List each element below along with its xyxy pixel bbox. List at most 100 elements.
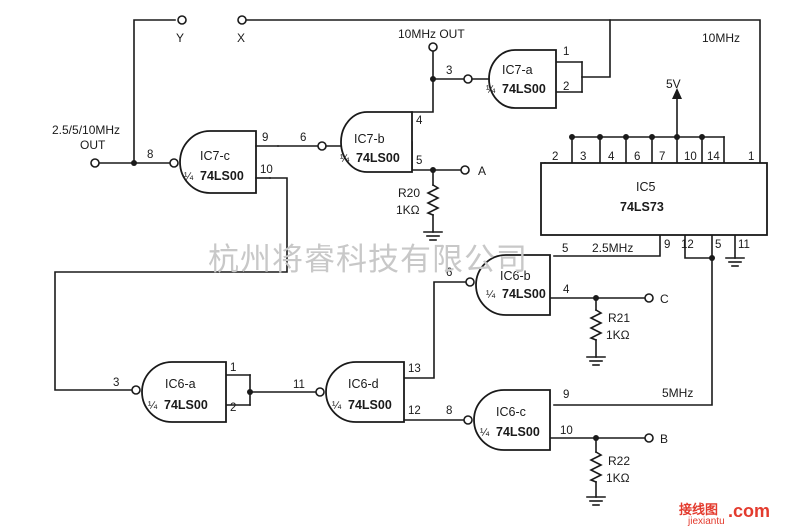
pin-ic6b-6: 6 — [446, 267, 452, 279]
terminal-selector-out — [90, 158, 100, 168]
pin-ic7a-1: 1 — [563, 46, 569, 58]
gate-ic6d-frac: ¼ — [332, 400, 342, 412]
gate-ic7b-part: 74LS00 — [356, 151, 400, 165]
ground-icon — [586, 356, 606, 366]
supply-arrow-icon — [672, 88, 682, 99]
watermark-text: 杭州将睿科技有限公司 — [208, 242, 528, 278]
r22-ref: R22 — [608, 454, 630, 468]
pin-ic6d-11: 11 — [293, 379, 305, 391]
label-c: C — [660, 292, 669, 306]
label-2-5mhz: 2.5MHz — [592, 241, 633, 255]
terminal-x — [237, 15, 247, 25]
gate-ic6d: IC6-d ¼ 74LS00 11 13 12 — [293, 361, 421, 423]
signal-labels: Y X 10MHz OUT 10MHz 5V 2.5/5/10MHz OUT A… — [52, 27, 740, 446]
gate-ic7c-part: 74LS00 — [200, 169, 244, 183]
gate-ic7a-part: 74LS00 — [502, 82, 546, 96]
pin-ic7c-8: 8 — [147, 149, 153, 161]
junctions — [131, 76, 715, 441]
ground-icon — [586, 496, 606, 506]
r21-ref: R21 — [608, 311, 630, 325]
terminal-y — [177, 15, 187, 25]
gate-ic6b: IC6-b ¼ 74LS00 6 5 4 — [446, 243, 570, 316]
label-selector-line2: OUT — [80, 138, 106, 152]
pin-ic6c-8: 8 — [446, 405, 452, 417]
pin-ic5-6: 6 — [634, 151, 640, 163]
pin-ic7c-9: 9 — [262, 132, 268, 144]
label-5v: 5V — [666, 77, 681, 91]
terminals — [90, 15, 654, 443]
gate-ic7b: IC7-b ¼ 74LS00 6 4 5 — [300, 111, 423, 173]
gate-ic6c: IC6-c ¼ 74LS00 8 9 10 — [446, 389, 573, 451]
label-5mhz: 5MHz — [662, 386, 693, 400]
resistor-r22: R22 1KΩ — [589, 450, 630, 485]
terminal-a — [460, 165, 470, 175]
pin-ic5-2: 2 — [552, 151, 558, 163]
pin-ic5-11: 11 — [738, 239, 750, 251]
r22-val: 1KΩ — [606, 471, 630, 485]
gate-ic7a: IC7-a ¼ 74LS00 1 2 3 — [446, 46, 569, 109]
gate-ic6b-frac: ¼ — [486, 289, 496, 301]
pin-ic5-1: 1 — [748, 151, 754, 163]
pin-ic6c-10: 10 — [560, 425, 573, 437]
pin-ic5-5: 5 — [715, 239, 721, 251]
logo-cn: 接线图 — [679, 502, 718, 518]
label-a: A — [478, 164, 486, 178]
logo-dotcom: .com — [728, 501, 770, 521]
label-x: X — [237, 31, 245, 45]
r20-ref: R20 — [398, 186, 420, 200]
pin-ic5-9: 9 — [664, 239, 670, 251]
pin-ic7b-4: 4 — [416, 115, 423, 127]
gate-ic6d-part: 74LS00 — [348, 398, 392, 412]
pin-ic6b-4: 4 — [563, 284, 570, 296]
pin-ic5-3: 3 — [580, 151, 586, 163]
gate-ic6b-name: IC6-b — [500, 269, 531, 283]
pin-ic6a-2: 2 — [230, 402, 236, 414]
pin-ic7c-10: 10 — [260, 164, 273, 176]
resistor-r20: R20 1KΩ — [396, 183, 440, 217]
pin-ic5-10: 10 — [684, 151, 697, 163]
site-logo: 接线图 .com jiexiantu — [679, 501, 770, 527]
pin-ic7a-3: 3 — [446, 65, 452, 77]
label-10mhz: 10MHz — [702, 31, 740, 45]
pin-ic6b-5: 5 — [562, 243, 568, 255]
pin-ic6d-12: 12 — [408, 405, 421, 417]
pin-ic6c-9: 9 — [563, 389, 569, 401]
ic5-part: 74LS73 — [620, 200, 664, 214]
terminal-10mhz-out — [428, 42, 438, 52]
gate-ic7b-frac: ¼ — [340, 153, 350, 165]
gate-ic6a-part: 74LS00 — [164, 398, 208, 412]
pin-ic6d-13: 13 — [408, 363, 421, 375]
logo-site: jiexiantu — [687, 516, 725, 527]
gate-ic7a-frac: ¼ — [486, 84, 496, 96]
ground-icon — [725, 257, 745, 267]
pin-ic6a-1: 1 — [230, 362, 236, 374]
ground-icon — [423, 231, 443, 241]
gate-ic6a-frac: ¼ — [148, 400, 158, 412]
ic5-chip: IC5 74LS73 2 3 4 6 7 10 14 1 9 12 5 11 — [540, 151, 768, 251]
gate-ic6c-name: IC6-c — [496, 405, 526, 419]
pin-ic5-4: 4 — [608, 151, 615, 163]
pin-ic6a-3: 3 — [113, 377, 119, 389]
pin-ic5-12: 12 — [681, 239, 694, 251]
terminal-b — [644, 433, 654, 443]
pin-ic7b-5: 5 — [416, 155, 422, 167]
gate-ic7b-name: IC7-b — [354, 132, 385, 146]
label-selector-line1: 2.5/5/10MHz — [52, 123, 120, 137]
gate-ic6d-name: IC6-d — [348, 377, 379, 391]
r20-val: 1KΩ — [396, 203, 420, 217]
ic5-name: IC5 — [636, 180, 656, 194]
label-10mhz-out: 10MHz OUT — [398, 27, 465, 41]
resistor-r21: R21 1KΩ — [589, 308, 630, 342]
gate-ic6b-part: 74LS00 — [502, 287, 546, 301]
gate-ic6c-frac: ¼ — [480, 427, 490, 439]
gate-ic7a-name: IC7-a — [502, 63, 533, 77]
gate-ic7c: IC7-c ¼ 74LS00 8 9 10 — [147, 130, 279, 194]
gate-ic6a: IC6-a ¼ 74LS00 1 2 3 — [113, 361, 236, 423]
label-b: B — [660, 432, 668, 446]
gate-ic7c-frac: ¼ — [184, 171, 194, 183]
pin-ic5-14: 14 — [707, 151, 720, 163]
terminal-c — [644, 293, 654, 303]
gate-ic7c-name: IC7-c — [200, 149, 230, 163]
pin-ic5-7: 7 — [659, 151, 665, 163]
